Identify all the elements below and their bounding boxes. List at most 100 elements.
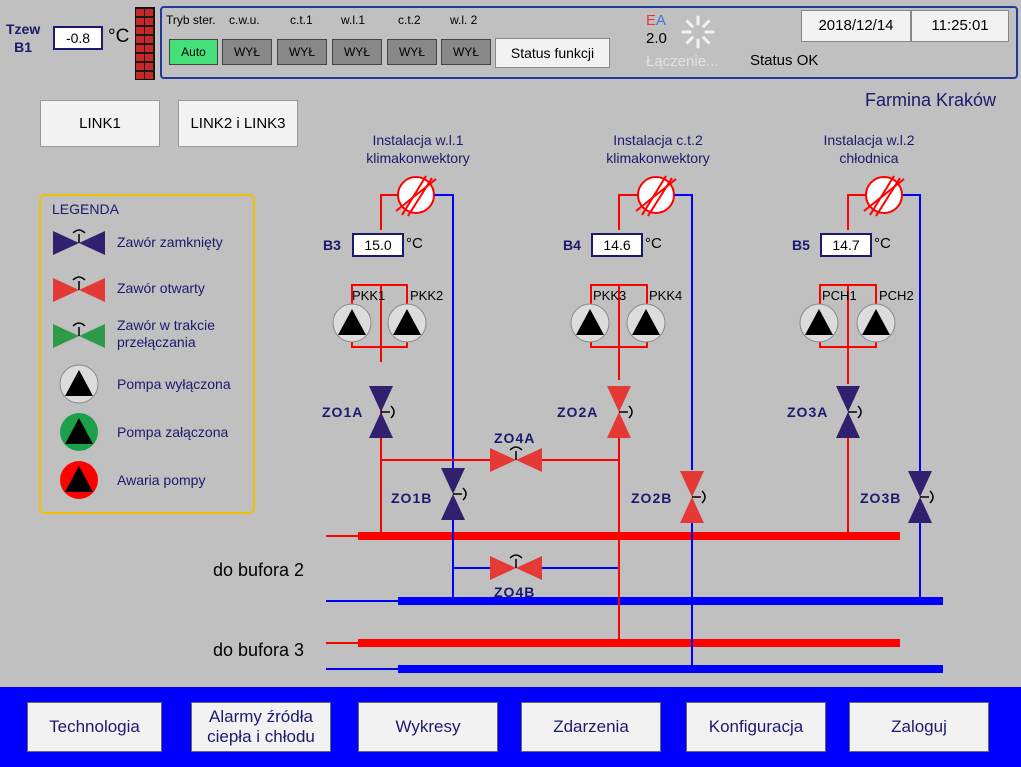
mode-wl1-button[interactable]: WYŁ [332, 39, 382, 65]
nav-zaloguj-button[interactable]: Zaloguj [849, 702, 989, 752]
pump-pch2-label: PCH2 [879, 288, 914, 303]
link1-button[interactable]: LINK1 [40, 100, 160, 147]
valve-zo2b-label: ZO2B [631, 490, 673, 506]
legend-valve-open-label: Zawór otwarty [117, 280, 205, 296]
nav-konfiguracja-button[interactable]: Konfiguracja [686, 702, 826, 752]
pump-pkk4-label: PKK4 [649, 288, 683, 303]
mode-col-ct1: c.t.1 [290, 13, 313, 27]
sensor-b4-value: 14.6 [591, 233, 643, 257]
installation-2-line2: klimakonwektory [606, 150, 710, 166]
sensor-b4-unit: °C [645, 235, 662, 252]
legend-valve-closed-icon [52, 229, 106, 256]
pump-pch1-label: PCH1 [822, 288, 857, 303]
tzew-label-top: Tzew [6, 21, 41, 37]
valve-zo3a-icon[interactable] [835, 385, 862, 439]
pump-pkk3-icon[interactable] [570, 303, 610, 343]
valve-zo2b-icon[interactable] [679, 470, 706, 524]
installation-3-line1: Instalacja w.l.2 [823, 132, 915, 148]
valve-zo4b-icon[interactable] [489, 554, 543, 581]
legend-title: LEGENDA [52, 201, 119, 217]
valve-zo1a-icon[interactable] [368, 385, 395, 439]
valve-zo3a-label: ZO3A [787, 404, 829, 420]
mode-wl2-button[interactable]: WYŁ [441, 39, 491, 65]
ea-version: 2.0 [646, 30, 667, 47]
legend-valve-closed-label: Zawór zamknięty [117, 234, 223, 250]
legend-pump-fault-icon [60, 461, 98, 499]
legend-valve-switching-label: Zawór w trakcie przełączania [117, 317, 216, 350]
legend-pump-on-icon [60, 413, 98, 451]
valve-zo3b-icon[interactable] [907, 470, 934, 524]
pump-pkk2-label: PKK2 [410, 288, 444, 303]
mode-col-ct2: c.t.2 [398, 13, 421, 27]
nav-zdarzenia-button[interactable]: Zdarzenia [521, 702, 661, 752]
pump-pch2-icon[interactable] [856, 303, 896, 343]
nav-wykresy-button[interactable]: Wykresy [358, 702, 498, 752]
pump-pch1-icon[interactable] [799, 303, 839, 343]
legend-panel [39, 194, 255, 514]
legend-pump-off-label: Pompa wyłączona [117, 376, 231, 392]
valve-zo1b-icon[interactable] [440, 467, 467, 521]
legend-valve-switching-icon [52, 322, 106, 349]
mode-cwu-button[interactable]: WYŁ [222, 39, 272, 65]
sensor-b5-label: B5 [792, 237, 810, 253]
installation-2-line1: Instalacja c.t.2 [613, 132, 703, 148]
sensor-b3-unit: °C [406, 235, 423, 252]
pump-pkk2-icon[interactable] [387, 303, 427, 343]
valve-zo4a-icon[interactable] [489, 446, 543, 473]
sensor-b5-value: 14.7 [820, 233, 872, 257]
tzew-label-bottom: B1 [14, 39, 33, 55]
tzew-label: Tzew B1 [6, 20, 40, 56]
installation-3-title: Instalacja w.l.2 chłodnica [779, 131, 959, 167]
time-display: 11:25:01 [911, 10, 1009, 42]
mode-col-wl2: w.l. 2 [450, 13, 478, 27]
installation-2-title: Instalacja c.t.2 klimakonwektory [568, 131, 748, 167]
valve-zo3b-label: ZO3B [860, 490, 902, 506]
sensor-b3-label: B3 [323, 237, 341, 253]
installation-1-line1: Instalacja w.l.1 [372, 132, 464, 148]
ea-indicator: EA [646, 12, 666, 29]
heat-exchanger-3-icon [863, 175, 905, 217]
valve-zo1a-label: ZO1A [322, 404, 364, 420]
link2-link3-button[interactable]: LINK2 i LINK3 [178, 100, 298, 147]
connecting-status: Łączenie... [646, 53, 719, 70]
status-ok-text: Status OK [750, 52, 819, 69]
pump-pkk1-label: PKK1 [352, 288, 386, 303]
valve-zo2a-icon[interactable] [606, 385, 633, 439]
installation-1-title: Instalacja w.l.1 klimakonwektory [328, 131, 508, 167]
pump-pkk4-icon[interactable] [626, 303, 666, 343]
mode-title: Tryb ster. [166, 13, 216, 27]
mode-panel [160, 6, 1018, 79]
nav-technologia-button[interactable]: Technologia [27, 702, 162, 752]
valve-zo4a-label: ZO4A [494, 430, 536, 446]
sensor-b3-value: 15.0 [352, 233, 404, 257]
heat-exchanger-2-icon [635, 175, 677, 217]
mode-auto-button[interactable]: Auto [169, 39, 218, 65]
mode-col-wl1: w.l.1 [341, 13, 366, 27]
legend-pump-on-label: Pompa załączona [117, 424, 229, 440]
outdoor-temp-unit: °C [108, 26, 130, 47]
mode-ct1-button[interactable]: WYŁ [277, 39, 327, 65]
status-function-button[interactable]: Status funkcji [495, 38, 610, 68]
buffer-2-label: do bufora 2 [213, 560, 305, 580]
date-display: 2018/12/14 [801, 10, 911, 42]
heat-exchanger-1-icon [395, 175, 437, 217]
ea-a: A [656, 12, 667, 29]
legend-pump-fault-label: Awaria pompy [117, 472, 206, 488]
nav-alarmy-button[interactable]: Alarmy źródła ciepła i chłodu [191, 702, 331, 752]
legend-valve-open-icon [52, 276, 106, 303]
valve-zo4b-label: ZO4B [494, 584, 536, 600]
valve-zo1b-label: ZO1B [391, 490, 433, 506]
valve-zo2a-label: ZO2A [557, 404, 599, 420]
pump-pkk1-icon[interactable] [332, 303, 372, 343]
pump-pkk3-label: PKK3 [593, 288, 627, 303]
mode-col-cwu: c.w.u. [229, 13, 260, 27]
sensor-b4-label: B4 [563, 237, 581, 253]
installation-3-line2: chłodnica [839, 150, 899, 166]
outdoor-temp-field: -0.8 [53, 26, 103, 50]
brick-wall-icon [135, 7, 155, 80]
ea-e: E [646, 12, 657, 29]
buffer-3-label: do bufora 3 [213, 640, 305, 660]
mode-ct2-button[interactable]: WYŁ [387, 39, 437, 65]
installation-1-line2: klimakonwektory [366, 150, 470, 166]
